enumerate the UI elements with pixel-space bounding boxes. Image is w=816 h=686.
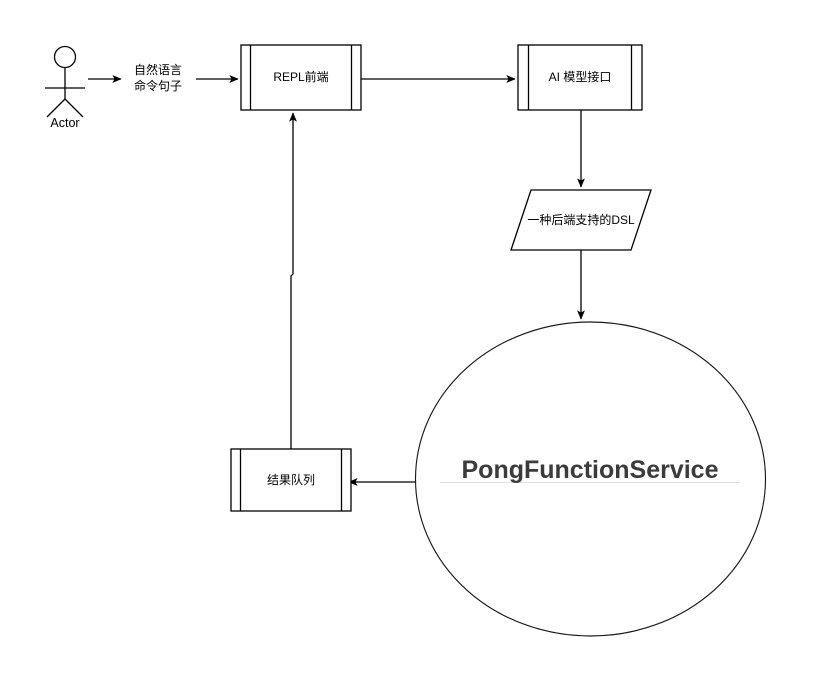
edge-label-prompt-line2: 命令句子: [133, 79, 182, 93]
dsl-label: 一种后端支持的DSL: [527, 213, 635, 227]
actor-leg-left-icon: [46, 98, 66, 118]
pong-function-service-label: PongFunctionService: [440, 458, 740, 483]
actor-head-icon: [53, 45, 77, 69]
edge-label-prompt-line1: 自然语言: [133, 63, 182, 77]
node-result-queue[interactable]: [230, 448, 352, 512]
node-pong-function-service-circle[interactable]: [414, 321, 767, 637]
repl-frontend-box[interactable]: [240, 44, 362, 111]
result-queue-label: 结果队列: [266, 473, 315, 487]
node-repl-frontend[interactable]: [240, 44, 362, 111]
repl-frontend-label: REPL前端: [273, 70, 329, 84]
actor-label: Actor: [50, 116, 80, 130]
node-ai-model-interface[interactable]: [517, 44, 643, 111]
actor-figure: [45, 45, 85, 118]
actor-leg-right-icon: [64, 98, 84, 118]
edge-result-queue-to-repl: [289, 112, 297, 449]
ai-model-interface-box[interactable]: [517, 44, 643, 111]
node-dsl-parallelogram[interactable]: [510, 189, 652, 251]
result-queue-box[interactable]: [230, 448, 352, 512]
ai-model-interface-label: AI 模型接口: [548, 70, 612, 84]
